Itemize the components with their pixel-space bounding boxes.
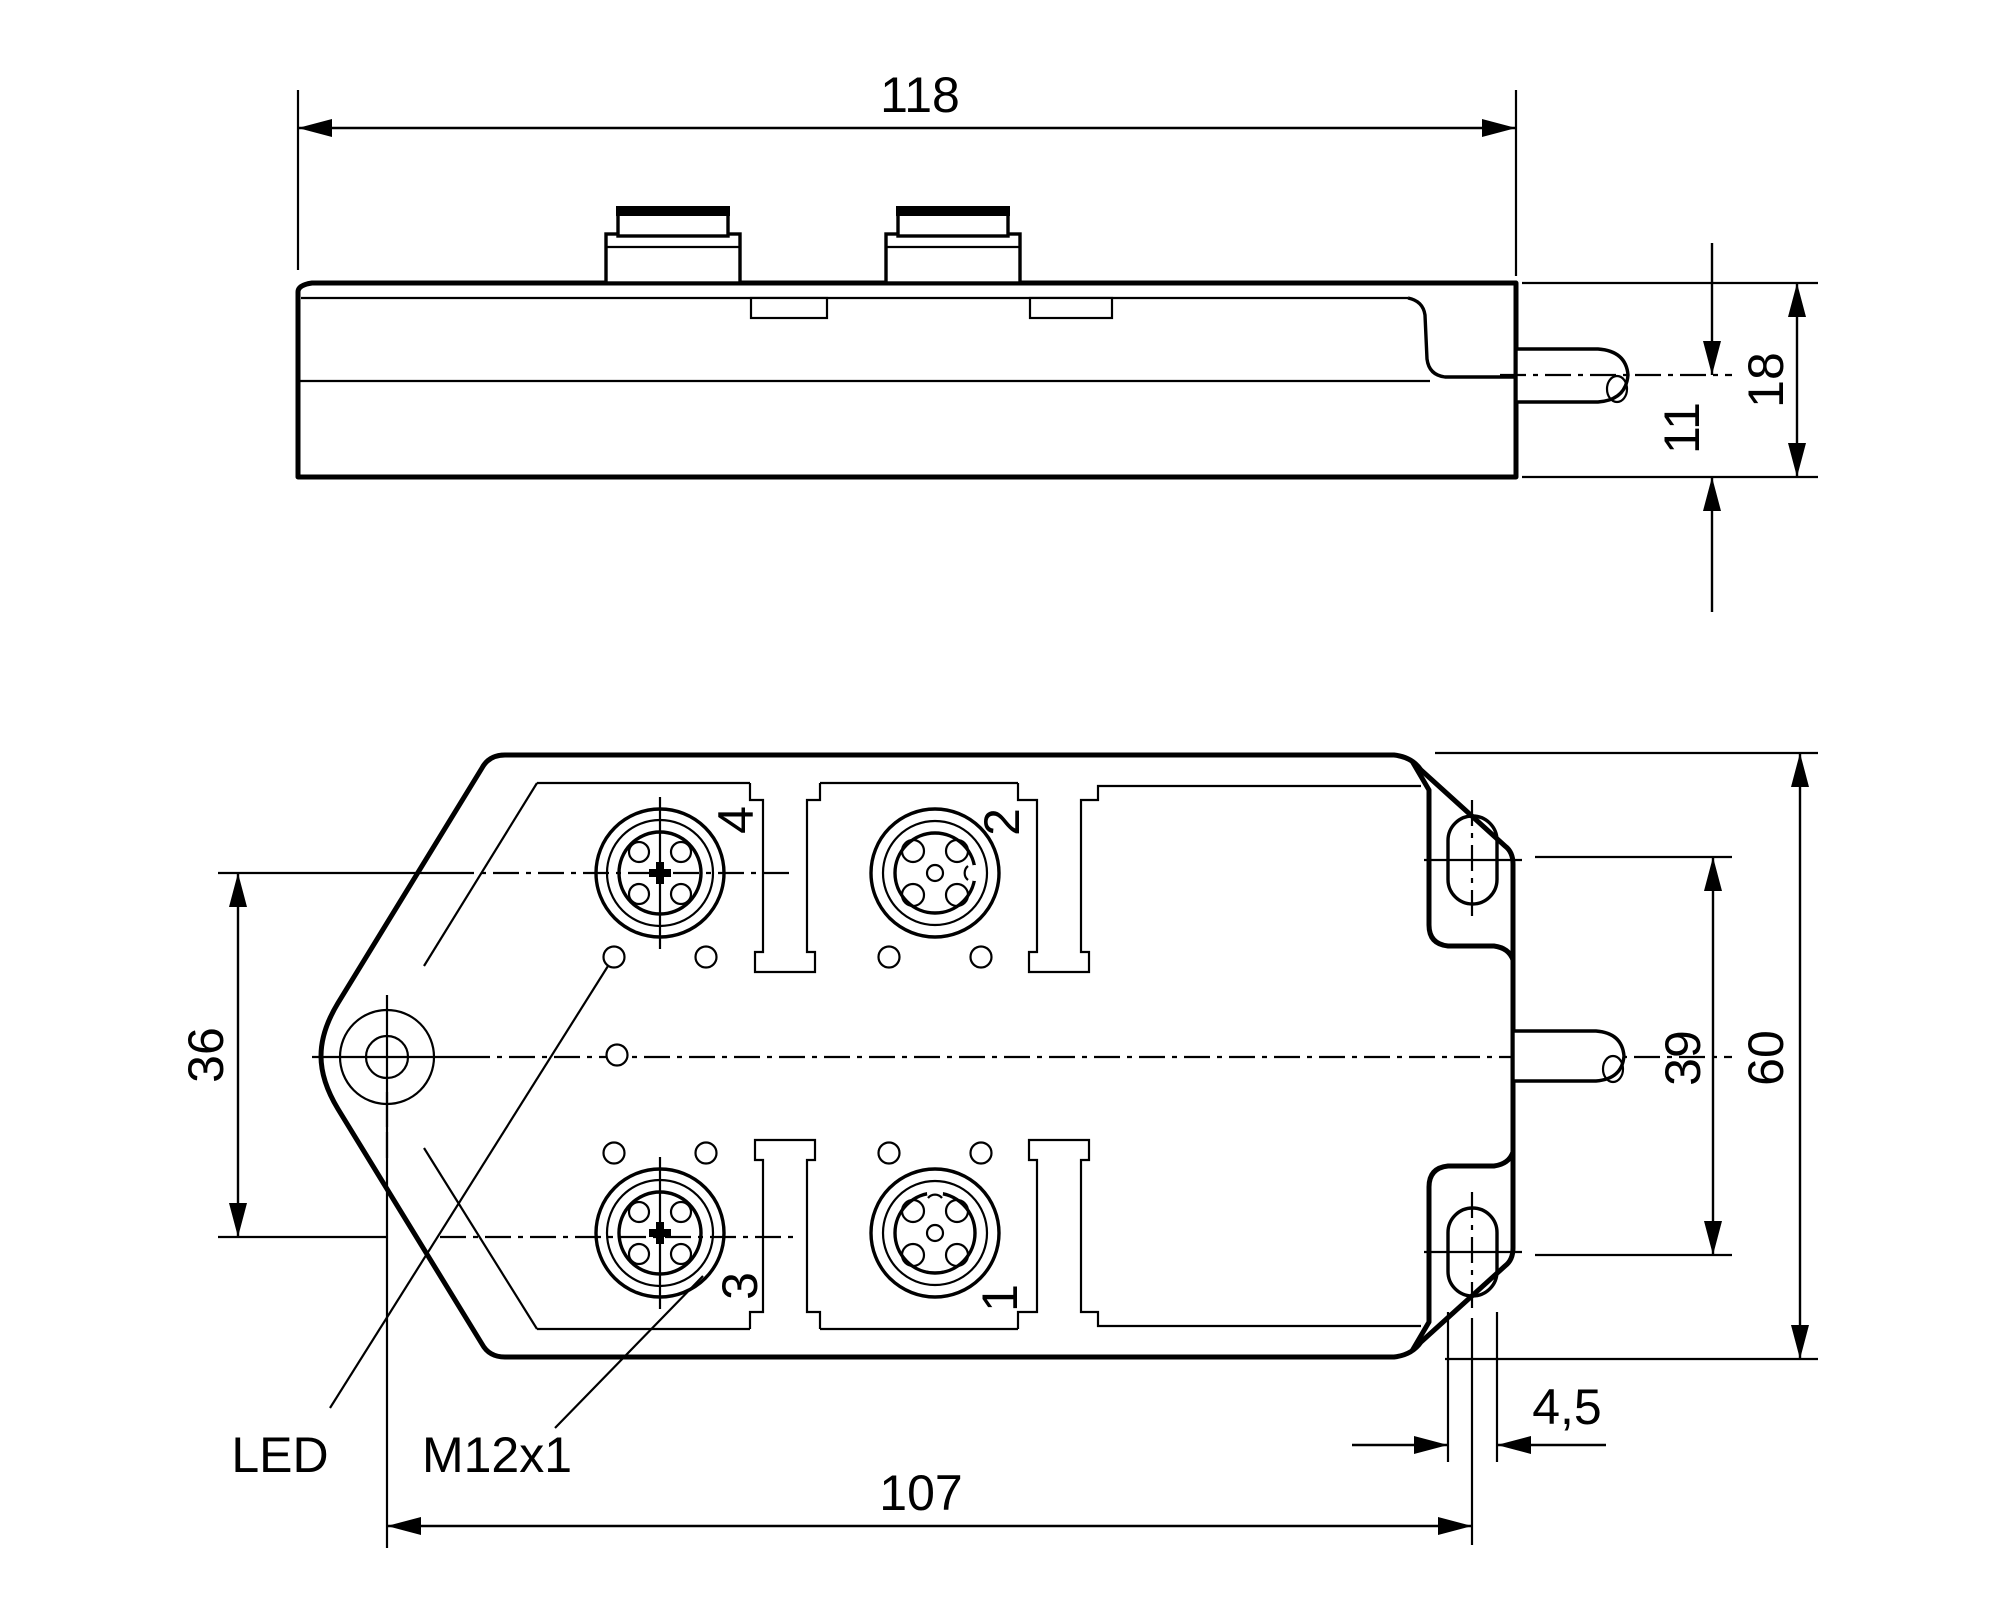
label-led: LED (231, 965, 609, 1483)
dim-60-label: 60 (1738, 1030, 1794, 1086)
dim-4-5-label: 4,5 (1532, 1379, 1602, 1435)
mounting-slot-bottom (1424, 1192, 1522, 1312)
m12x1-label: M12x1 (422, 1427, 572, 1483)
led-holes (602, 945, 993, 1165)
arrowhead-right (1482, 119, 1516, 137)
pin-hole (900, 1242, 926, 1268)
pin-hole (900, 1198, 926, 1224)
dim-107: 107 (385, 1092, 1472, 1548)
led-hole (969, 945, 993, 969)
arrowhead-left (1497, 1436, 1531, 1454)
led-hole (877, 945, 901, 969)
arrowhead-up (1791, 753, 1809, 787)
pin-hole (627, 840, 651, 864)
pin-hole (944, 1242, 970, 1268)
dim-11: 11 (1654, 243, 1721, 612)
pin-hole (944, 882, 970, 908)
pin-hole (669, 1242, 693, 1266)
pin-hole (627, 1200, 651, 1224)
arrowhead-right (1414, 1436, 1448, 1454)
dim-118: 118 (296, 67, 1518, 276)
arrowhead-down (1788, 443, 1806, 477)
label-m12x1: M12x1 (422, 1275, 704, 1483)
inner-slant-bottom (423, 1147, 538, 1330)
led-leader-line (329, 965, 609, 1409)
led-label: LED (231, 1427, 328, 1483)
lid-tab (749, 296, 829, 320)
arrowhead-up (1703, 477, 1721, 511)
dim-18-label: 18 (1738, 352, 1794, 408)
mounting-pocket-bottom (1409, 1151, 1516, 1353)
arrowhead-right (1438, 1517, 1472, 1535)
m12-bump (884, 206, 1022, 285)
port-1-label: 1 (972, 1284, 1028, 1312)
t-cutout (748, 783, 822, 974)
pin-hole (900, 838, 926, 864)
led-hole (605, 1043, 629, 1067)
arrowhead-down (1703, 341, 1721, 375)
arrowhead-up (1788, 283, 1806, 317)
pin-hole (669, 840, 693, 864)
connector-port-4: 4 (594, 797, 764, 949)
lid-tab (1028, 296, 1114, 320)
dim-107-label: 107 (879, 1465, 962, 1521)
cable-exit (1605, 374, 1629, 404)
mounting-pocket-top (1409, 759, 1516, 961)
key-notch (927, 1185, 943, 1201)
dim-36-label: 36 (178, 1027, 234, 1083)
dim-18: 18 (1522, 281, 1818, 479)
side-view-connector-bumps (604, 206, 1022, 285)
pin-hole (900, 882, 926, 908)
pin-hole (944, 838, 970, 864)
pin-hole (627, 882, 651, 906)
t-cutout (1016, 783, 1421, 974)
pin-hole (669, 882, 693, 906)
led-hole (694, 1141, 718, 1165)
bottom-view: 4 2 3 (178, 751, 1818, 1548)
port-2-label: 2 (974, 808, 1030, 836)
dim-11-label: 11 (1654, 402, 1710, 454)
dim-39-label: 39 (1655, 1030, 1711, 1086)
port-3-label: 3 (712, 1272, 768, 1300)
led-hole (877, 1141, 901, 1165)
dim-39: 39 (1535, 855, 1732, 1257)
arrowhead-up (229, 873, 247, 907)
port-4-label: 4 (708, 806, 764, 834)
t-cutout (1016, 1138, 1421, 1329)
dim-4-5: 4,5 (1352, 1312, 1606, 1545)
pin-hole (669, 1200, 693, 1224)
m12x1-leader-line (554, 1275, 704, 1429)
arrowhead-up (1704, 857, 1722, 891)
lid-step (1407, 296, 1516, 379)
arrowhead-down (229, 1203, 247, 1237)
connector-port-2: 2 (869, 807, 1030, 939)
dim-60: 60 (1435, 751, 1818, 1361)
key-notch (967, 865, 983, 881)
side-view-cable-connector (1500, 347, 1732, 404)
mounting-slot-top (1424, 800, 1522, 922)
connector-port-1: 1 (869, 1167, 1028, 1312)
arrowhead-left (298, 119, 332, 137)
led-hole (602, 1141, 626, 1165)
arrowhead-down (1791, 1325, 1809, 1359)
inner-slant-top (423, 782, 538, 967)
side-view-body (295, 280, 1519, 480)
led-hole (694, 945, 718, 969)
t-cutout (748, 1138, 822, 1329)
cable-exit (1601, 1054, 1625, 1084)
dim-118-label: 118 (880, 67, 960, 123)
led-hole (969, 1141, 993, 1165)
pin-hole (944, 1198, 970, 1224)
connector-port-3: 3 (594, 1157, 768, 1309)
arrowhead-left (387, 1517, 421, 1535)
dim-36: 36 (178, 873, 247, 1237)
side-view: 118 (295, 67, 1818, 612)
led-hole (602, 945, 626, 969)
bottom-view-inner-contour (423, 781, 1421, 1331)
arrowhead-down (1704, 1221, 1722, 1255)
m12-bump (604, 206, 742, 285)
cable-connector-bottom (1511, 1029, 1626, 1084)
pin-hole (627, 1242, 651, 1266)
